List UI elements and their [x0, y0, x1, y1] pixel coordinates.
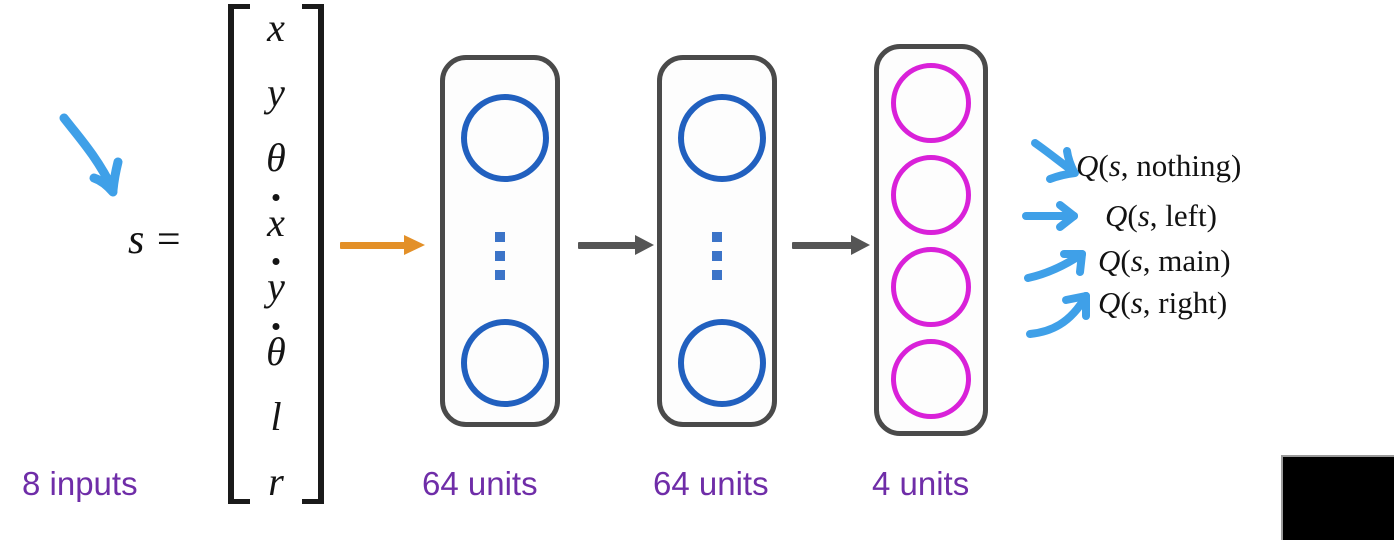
layer-arrow-2: [792, 235, 872, 255]
annotation-arrow-to-state: [59, 113, 123, 197]
q-comma-right: ,: [1142, 285, 1159, 320]
q-close-right: ): [1216, 285, 1228, 320]
q-state-nothing: s: [1108, 148, 1121, 183]
hidden-layer-1-unit-bottom: [461, 319, 549, 407]
vector-entry-ydot: y: [246, 267, 306, 307]
output-arrow-nothing: [1031, 139, 1079, 183]
q-state-left: s: [1137, 198, 1150, 233]
caption-hidden-1: 64 units: [422, 465, 538, 502]
hidden-layer-1-ellipsis-icon: [495, 232, 505, 280]
vector-entry-y: y: [267, 69, 285, 115]
hidden-layer-2-unit-bottom: [678, 319, 766, 407]
q-symbol-left: Q: [1105, 198, 1128, 233]
vector-entry-theta: θ: [266, 134, 286, 180]
q-state-right: s: [1130, 285, 1143, 320]
vector-entry-thetadot: θ: [246, 332, 306, 372]
output-unit-right: [891, 339, 971, 419]
q-action-right: right: [1158, 285, 1217, 320]
vector-entry-r: r: [268, 458, 284, 504]
output-unit-nothing: [891, 63, 971, 143]
q-value-right: Q(s, right): [1098, 285, 1227, 321]
input-arrow: [340, 235, 426, 255]
output-unit-left: [891, 155, 971, 235]
hidden-layer-2-box: [657, 55, 777, 427]
q-open-left: (: [1127, 198, 1138, 233]
output-arrow-main: [1024, 250, 1086, 282]
hidden-layer-1-box: [440, 55, 560, 427]
q-open-main: (: [1120, 243, 1131, 278]
hidden-layer-1-unit-top: [461, 94, 549, 182]
q-state-main: s: [1130, 243, 1143, 278]
q-open-right: (: [1120, 285, 1131, 320]
q-comma-main: ,: [1142, 243, 1159, 278]
q-value-nothing: Q(s, nothing): [1076, 148, 1241, 184]
vector-entry-x: x: [267, 5, 285, 50]
q-symbol-nothing: Q: [1076, 148, 1099, 183]
state-symbol: s: [128, 217, 146, 263]
bracket-left: [228, 4, 250, 504]
q-symbol-right: Q: [1098, 285, 1121, 320]
q-close-nothing: ): [1231, 148, 1242, 183]
q-value-left: Q(s, left): [1105, 198, 1217, 234]
q-comma-left: ,: [1149, 198, 1166, 233]
hidden-layer-2-unit-top: [678, 94, 766, 182]
bracket-right: [302, 4, 324, 504]
q-value-main: Q(s, main): [1098, 243, 1231, 279]
q-action-nothing: nothing: [1136, 148, 1232, 183]
equals-sign: =: [156, 217, 182, 263]
output-unit-main: [891, 247, 971, 327]
q-action-left: left: [1165, 198, 1207, 233]
output-layer-box: [874, 44, 988, 436]
vector-entry-xdot: x: [246, 202, 306, 243]
caption-hidden-2: 64 units: [653, 465, 769, 502]
q-close-main: ): [1220, 243, 1231, 278]
hidden-layer-2-ellipsis-icon: [712, 232, 722, 280]
q-comma-nothing: ,: [1120, 148, 1137, 183]
video-overlay-panel: [1281, 455, 1394, 540]
output-arrow-right: [1026, 292, 1090, 338]
state-vector: x y θ x y θ l r: [228, 4, 324, 504]
state-equation: s =: [128, 216, 182, 264]
caption-inputs: 8 inputs: [22, 465, 138, 502]
caption-output: 4 units: [872, 465, 970, 502]
layer-arrow-1: [578, 235, 656, 255]
output-arrow-left: [1022, 201, 1078, 231]
vector-entry-l: l: [270, 394, 282, 440]
q-action-main: main: [1158, 243, 1221, 278]
q-open-nothing: (: [1098, 148, 1109, 183]
q-close-left: ): [1206, 198, 1217, 233]
q-symbol-main: Q: [1098, 243, 1121, 278]
